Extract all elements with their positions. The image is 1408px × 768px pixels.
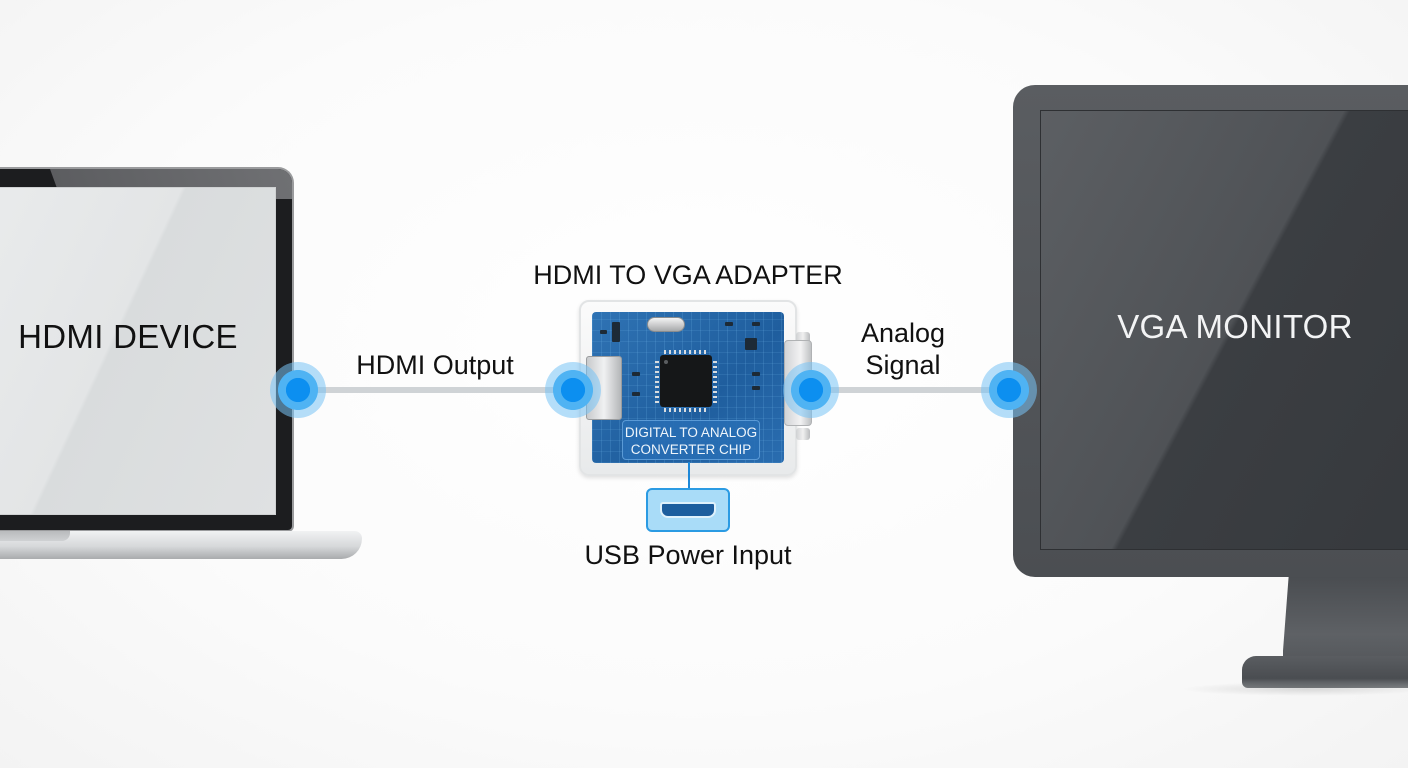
analog-signal-wire [810,387,1010,393]
chip-caption-line2: CONVERTER CHIP [630,442,752,457]
monitor-input-node-icon [981,362,1037,418]
laptop-output-node-icon [270,362,326,418]
monitor-neck [1283,577,1408,659]
monitor-screen [1040,110,1408,550]
vga-screw-icon [796,428,810,440]
component-icon [752,386,760,390]
component-icon [745,338,757,350]
component-icon [632,392,640,396]
monitor-shadow [1180,682,1408,696]
adapter-output-node-icon [783,362,839,418]
hdmi-output-label: HDMI Output [356,350,514,380]
laptop-screen [0,187,276,515]
chip-caption: DIGITAL TO ANALOG CONVERTER CHIP [622,420,760,460]
chip-orientation-dot [664,360,668,364]
chip-pins-right [713,359,717,403]
chip-caption-line1: DIGITAL TO ANALOG [624,425,758,440]
hdmi-output-wire [298,387,574,393]
usb-port-icon [660,502,716,518]
adapter-title: HDMI TO VGA ADAPTER [533,260,843,290]
chip-pins-left [655,359,659,403]
crystal-oscillator-icon [647,317,685,332]
vga-monitor-label: VGA MONITOR [1117,308,1353,345]
component-icon [632,372,640,376]
analog-signal-label-line2: Signal [865,350,941,380]
component-icon [752,372,760,376]
hdmi-device-label: HDMI DEVICE [18,318,238,355]
chip-pins-top [664,350,708,354]
component-icon [752,322,760,326]
chip-pins-bottom [664,408,708,412]
component-icon [612,322,620,342]
usb-power-label: USB Power Input [584,540,792,570]
analog-signal-label-line1: Analog [860,318,946,348]
laptop-notch [0,531,70,541]
converter-chip-icon [660,355,712,407]
monitor-foot [1242,656,1408,688]
component-icon [725,322,733,326]
usb-connector-line [688,462,690,488]
component-icon [600,330,607,334]
adapter-input-node-icon [545,362,601,418]
